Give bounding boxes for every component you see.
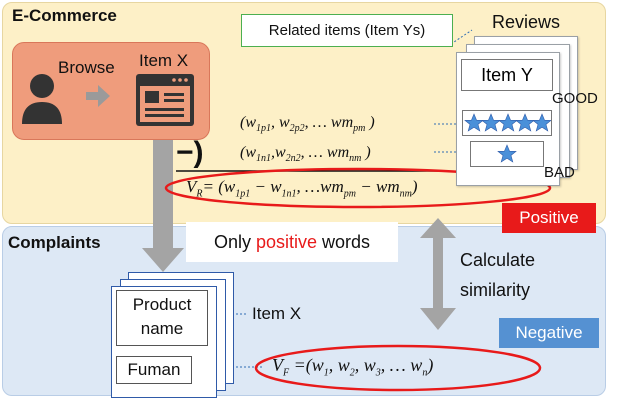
user-icon <box>22 74 62 124</box>
negative-badge: Negative <box>499 318 599 348</box>
positive-badge: Positive <box>502 203 596 233</box>
subtract-operator: −) <box>176 136 204 169</box>
only-positive-words-label: Only positive words <box>186 222 398 262</box>
similarity-label: similarity <box>460 280 530 300</box>
down-arrow <box>142 138 184 272</box>
product-label: Product <box>132 295 192 314</box>
one-star-icon <box>497 144 517 163</box>
browse-label: Browse <box>58 58 115 77</box>
related-items-label: Related items (Item Ys) <box>241 14 453 47</box>
item-x-doc-label: Item X <box>252 304 302 323</box>
browser-window-icon <box>136 74 194 126</box>
complaints-title: Complaints <box>8 233 101 252</box>
good-label: GOOD <box>552 90 598 107</box>
bad-label: BAD <box>544 164 575 181</box>
fuman-box: Fuman <box>116 356 192 384</box>
ecommerce-title: E-Commerce <box>12 6 117 25</box>
reviews-title: Reviews <box>492 12 561 32</box>
negative-word-vector: (w1n1,w2n2, … wmnm ) <box>240 144 371 165</box>
good-review-box <box>462 110 552 136</box>
name-label: name <box>140 319 184 338</box>
positive-word-vector: (w1p1, w2p2, … wmpm ) <box>240 114 375 135</box>
vf-formula: VF =(w1, w2, w3, … wn) <box>272 355 434 379</box>
product-name-box: Product name <box>116 290 208 346</box>
leader-related <box>450 29 473 45</box>
calculate-label: Calculate <box>460 250 536 270</box>
bad-review-box <box>470 141 544 167</box>
similarity-arrow <box>420 218 456 330</box>
item-x-label: Item X <box>139 51 189 70</box>
right-arrow-icon <box>86 85 110 107</box>
item-y-label: Item Y <box>461 59 553 91</box>
five-stars-icon <box>464 113 552 132</box>
vf-ellipse <box>254 344 542 392</box>
browse-graphics <box>22 74 194 126</box>
vr-formula: VR= (w1p1 − w1n1, …wmpm − wmnm) <box>186 177 418 200</box>
vr-ellipse <box>164 167 552 209</box>
